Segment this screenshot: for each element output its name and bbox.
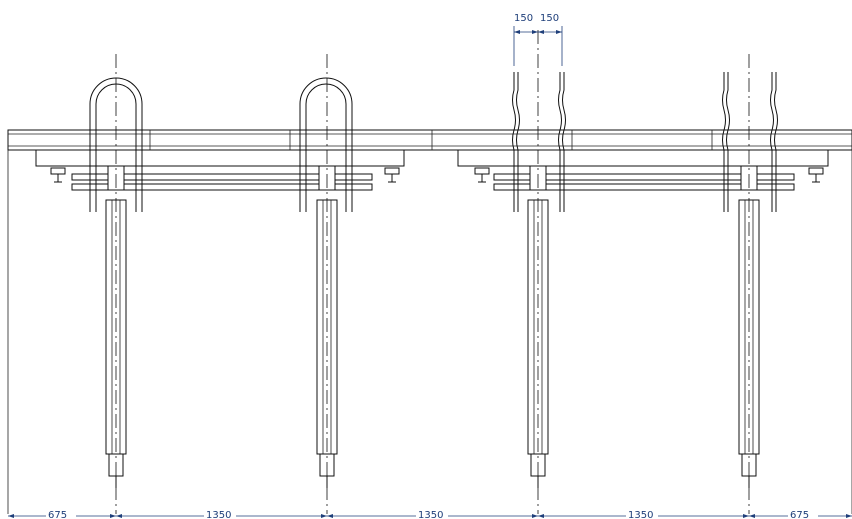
dim-label-bottom-4: 1350 [628, 510, 653, 519]
bottom-dimension-chain: 675 1350 1350 1350 675 [8, 509, 852, 519]
clamp-symbols [50, 167, 824, 183]
dim-label-top-right: 150 [540, 13, 559, 24]
dim-label-bottom-3: 1350 [418, 510, 443, 519]
dim-label-bottom-2: 1350 [206, 510, 231, 519]
dim-label-bottom-1: 675 [48, 510, 67, 519]
support-plate-left [35, 149, 405, 167]
cross-bar-right [493, 173, 795, 191]
dim-label-bottom-5: 675 [790, 510, 809, 519]
dim-label-top-left: 150 [514, 13, 533, 24]
support-plate-right [457, 149, 829, 167]
cross-bar-left [71, 173, 373, 191]
main-beam [7, 129, 852, 151]
wavy-rebars [512, 72, 778, 212]
centerlines [115, 30, 750, 514]
u-bolt-2 [299, 77, 353, 212]
top-dimension: 150 150 [513, 13, 563, 66]
